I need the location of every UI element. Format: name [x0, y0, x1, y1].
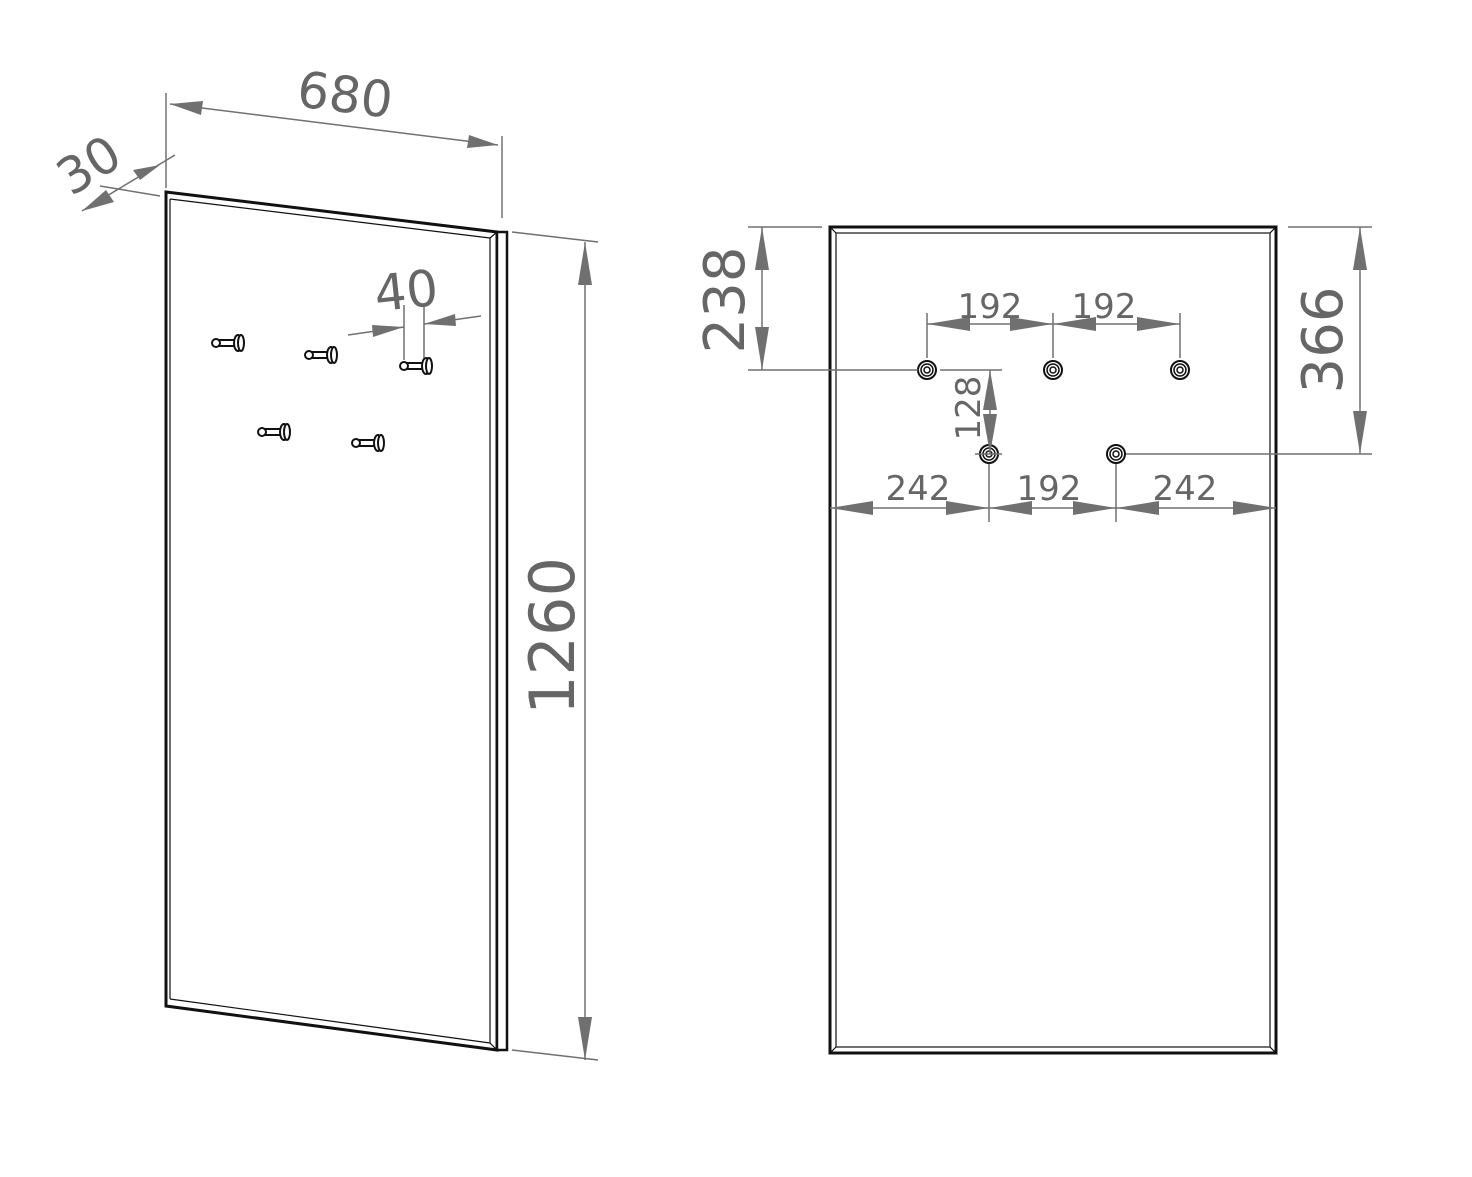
- dimension-lower-spacing: 242 192 242: [830, 464, 1276, 522]
- dim-depth-label: 30: [47, 124, 132, 207]
- dim-366-label: 366: [1291, 287, 1356, 394]
- hook-icon: [1043, 360, 1063, 380]
- dim-height-label: 1260: [516, 557, 589, 715]
- dimension-width: 680: [165, 61, 503, 218]
- dim-width-label: 680: [294, 61, 396, 130]
- hook-icon: [917, 360, 937, 380]
- dimension-depth: 30: [47, 124, 176, 212]
- dimension-row-gap: 128: [940, 369, 1002, 455]
- dim-side-left-label: 242: [886, 469, 951, 509]
- hook-icon: [1170, 360, 1190, 380]
- hook-icon: [1106, 444, 1126, 464]
- dim-upper-gap-left-label: 192: [958, 287, 1023, 327]
- panel-inner-edge-top: [169, 198, 491, 239]
- dimension-hook-projection: 40: [347, 259, 482, 360]
- front-view: 238 366 192 192: [693, 225, 1372, 1055]
- dim-hook-projection-label: 40: [372, 259, 441, 323]
- dim-128-label: 128: [949, 376, 989, 441]
- front-panel-inner: [835, 232, 1271, 1048]
- panel-side-edge: [495, 230, 509, 1052]
- dimension-upper-spacing: 192 192: [926, 287, 1181, 358]
- panel-bevel-tr: [489, 231, 498, 239]
- bevel-tr: [1269, 226, 1277, 234]
- dim-lower-gap-label: 192: [1017, 469, 1082, 509]
- dim-upper-gap-right-label: 192: [1072, 287, 1137, 327]
- perspective-view: 680 30 40 1260: [47, 61, 599, 1061]
- dimension-top-to-lower-row: 366: [1126, 226, 1372, 455]
- dim-side-right-label: 242: [1153, 469, 1218, 509]
- dimension-top-to-upper-row: 238: [693, 226, 918, 371]
- panel-bevel-br: [489, 1042, 498, 1051]
- bevel-br: [1269, 1046, 1277, 1054]
- dim-238-label: 238: [693, 247, 758, 354]
- bevel-tl: [829, 226, 837, 234]
- dimension-height: 1260: [511, 231, 599, 1061]
- panel-inner-edge-bottom: [169, 998, 491, 1044]
- bevel-bl: [829, 1046, 837, 1054]
